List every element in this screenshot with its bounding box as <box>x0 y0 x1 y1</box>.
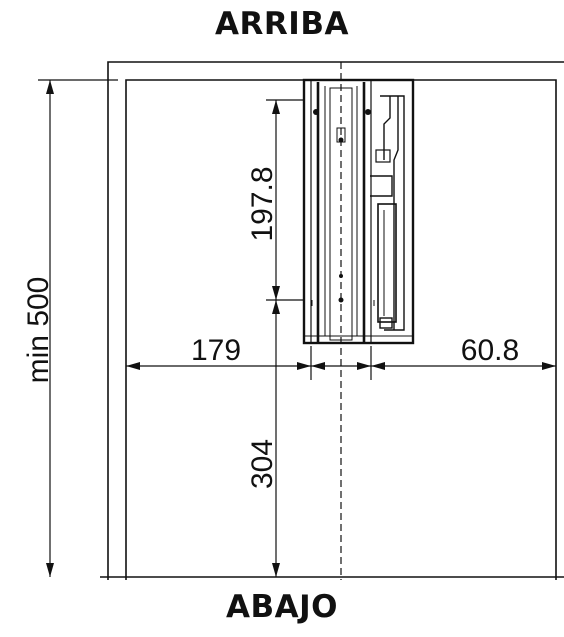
dim-horizontal-line <box>126 346 556 380</box>
dim-mechanism-height-label: 197.8 <box>246 166 279 241</box>
label-top: ARRIBA <box>215 6 349 42</box>
label-bottom: ABAJO <box>226 589 338 625</box>
dim-right-offset-label: 60.8 <box>461 334 519 367</box>
dim-bottom-offset-label: 304 <box>246 439 279 489</box>
dim-left-offset-label: 179 <box>191 334 241 367</box>
dim-total-height-line <box>38 79 118 577</box>
mechanism-body <box>302 78 415 345</box>
dim-mechanism-height-line <box>266 99 304 301</box>
dim-total-height-label: min 500 <box>22 277 55 384</box>
cabinet-outline <box>100 61 564 580</box>
dim-bottom-offset-line <box>272 300 280 577</box>
